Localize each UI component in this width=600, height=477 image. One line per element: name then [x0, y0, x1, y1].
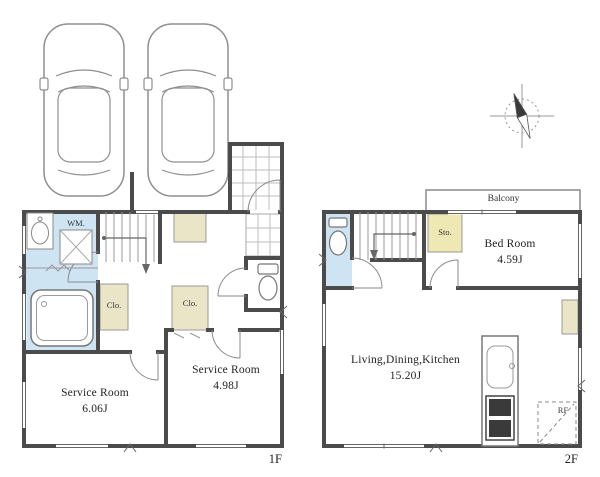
- stove-icon: [485, 395, 515, 441]
- balcony-outline: [425, 189, 581, 212]
- service-room-2-label: Service Room 4.98J: [156, 362, 296, 394]
- car-icon: [39, 23, 129, 197]
- washing-machine-icon: [59, 229, 93, 265]
- room-name: Bed Room: [484, 238, 536, 250]
- closet-2-box: [171, 285, 209, 331]
- room-area: 6.06J: [82, 403, 108, 416]
- room-area: 15.20J: [389, 370, 422, 383]
- room-name: Living,Dining,Kitchen: [351, 354, 460, 366]
- bathtub-icon: [30, 289, 94, 347]
- kitchen-sink-icon: [486, 345, 515, 389]
- room-name: Service Room: [192, 364, 260, 376]
- floor-2-label: 2F: [564, 452, 578, 466]
- folding-door-marks: [26, 264, 201, 339]
- entrance-tiles: [230, 144, 283, 257]
- room-area: 4.59J: [497, 254, 523, 267]
- closet-1-label: Clo.: [106, 300, 122, 310]
- bed-room-label: Bed Room 4.59J: [445, 236, 575, 268]
- parking-area: [39, 23, 233, 197]
- toilet-icon: [328, 217, 348, 256]
- refrigerator-label: RF: [557, 405, 569, 415]
- refrigerator-outline: [537, 401, 577, 445]
- compass-icon: [490, 84, 554, 148]
- service-room-1-label: Service Room 6.06J: [25, 385, 165, 417]
- floor-1-label: 1F: [268, 452, 282, 466]
- kitchen-counter: [481, 335, 519, 447]
- shoe-cabinet: [173, 211, 207, 243]
- toilet-icon: [257, 263, 279, 301]
- sink-icon: [26, 212, 54, 250]
- room-fills: [26, 211, 579, 352]
- wall-tick-marks: [18, 253, 586, 453]
- car-icon: [143, 23, 233, 197]
- stairs-1f: [102, 212, 155, 274]
- balcony-label: Balcony: [487, 194, 520, 204]
- room-name: Service Room: [61, 387, 129, 399]
- ldk-label: Living,Dining,Kitchen 15.20J: [328, 352, 483, 384]
- pipe-space-box: [561, 299, 579, 335]
- room-area: 4.98J: [213, 380, 239, 393]
- stairs-2f: [359, 212, 417, 260]
- window-markers: [21, 209, 583, 449]
- storage-label: Sto.: [438, 227, 452, 237]
- washer-label: WM.: [67, 218, 85, 228]
- closet-2-label: Clo.: [182, 298, 198, 308]
